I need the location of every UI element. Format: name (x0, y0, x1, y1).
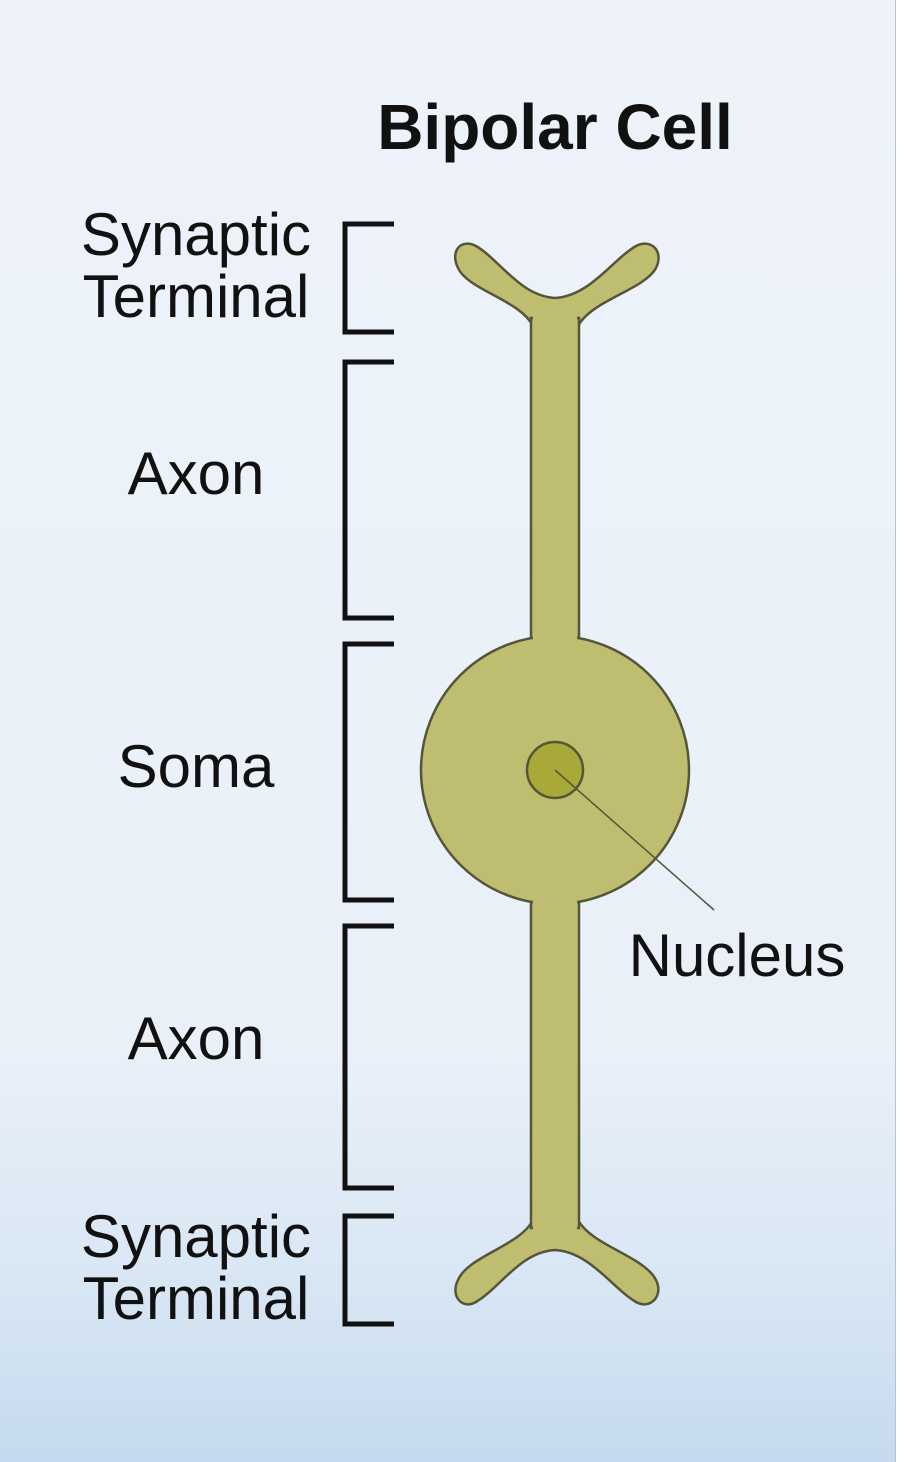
label-lower-axon: Axon (127, 1005, 265, 1072)
label-nucleus: Nucleus (628, 922, 846, 989)
brackets (342, 221, 394, 1327)
label-soma: Soma (117, 733, 275, 800)
bracket-soma (342, 641, 394, 903)
diagram-title: Bipolar Cell (377, 91, 733, 163)
upper-axon-shape (529, 316, 581, 660)
label-bottom-terminal-line1: Synaptic (80, 1203, 312, 1270)
label-bottom-terminal-line2: Terminal (82, 1265, 310, 1332)
bracket-top-terminal (342, 221, 394, 335)
label-top-terminal-line2: Terminal (82, 263, 310, 330)
lower-axon-shape (529, 880, 581, 1230)
label-top-synaptic-terminal: Synaptic Terminal (46, 204, 346, 328)
bracket-lower-axon (342, 923, 394, 1191)
bracket-bottom-terminal (342, 1213, 394, 1327)
right-edge-border (895, 0, 904, 1462)
label-upper-axon: Axon (127, 440, 265, 507)
nucleus-leader-line (554, 769, 715, 911)
neuron-shape (419, 242, 691, 1306)
label-top-terminal-line1: Synaptic (80, 201, 312, 268)
bracket-upper-axon (342, 359, 394, 621)
label-bottom-synaptic-terminal: Synaptic Terminal (46, 1206, 346, 1330)
